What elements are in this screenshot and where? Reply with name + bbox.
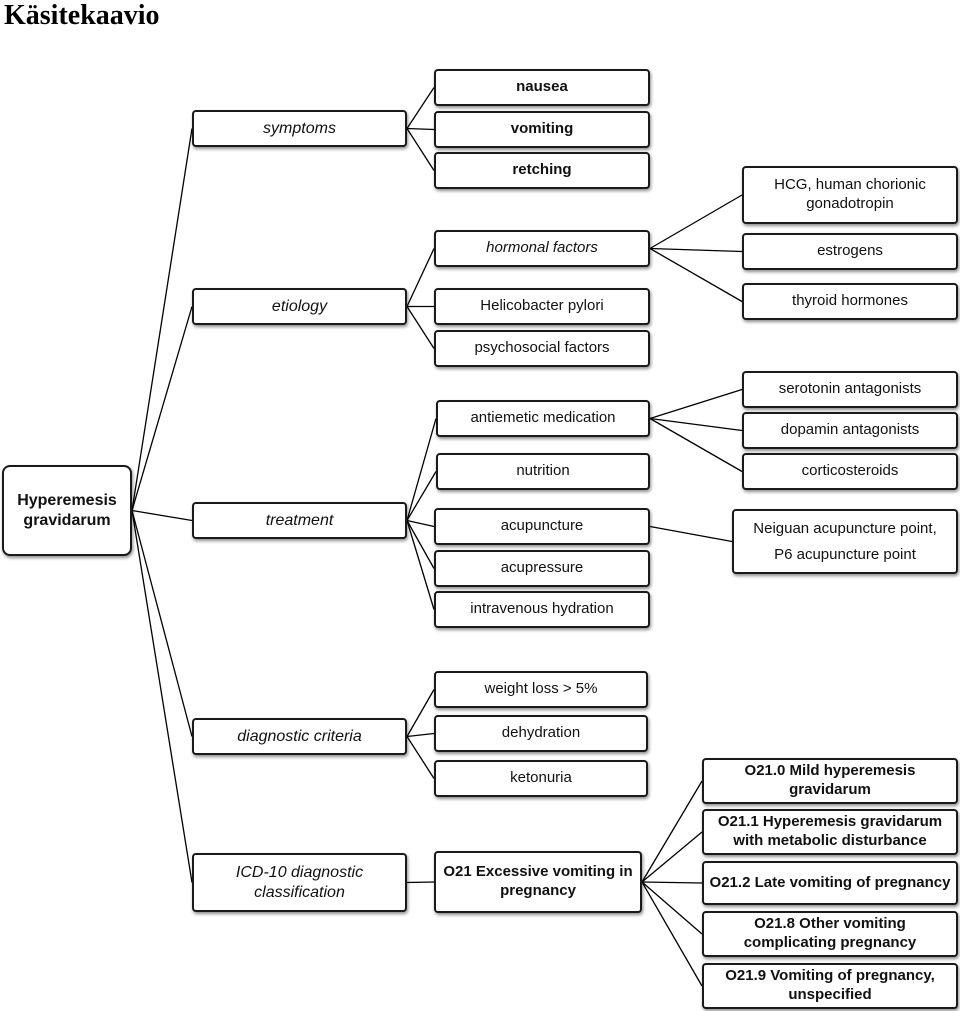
connector-acupuncture-to-neiguan	[649, 525, 733, 543]
node-nutrition: nutrition	[436, 453, 650, 490]
connector-o21-to-o21-8	[641, 881, 703, 935]
connector-treatment-to-iv	[406, 520, 435, 610]
connector-treatment-to-acupuncture	[406, 519, 435, 528]
connector-icd-to-o21	[406, 881, 435, 884]
connector-diag-to-keto	[406, 736, 435, 779]
node-dopamin-antagonists: dopamin antagonists	[742, 412, 958, 449]
node-o21-9: O21.9 Vomiting of pregnancy, unspecified	[702, 963, 958, 1009]
node-icd10-classification: ICD-10 diagnostic classification	[192, 853, 407, 912]
connector-antiemetic-to-dopamin	[649, 417, 743, 432]
node-thyroid-hormones: thyroid hormones	[742, 283, 958, 320]
node-antiemetic-medication: antiemetic medication	[436, 400, 650, 437]
node-neiguan-p6: Neiguan acupuncture point, P6 acupunctur…	[732, 509, 958, 574]
node-o21-1: O21.1 Hyperemesis gravidarum with metabo…	[702, 809, 958, 855]
connector-symptoms-to-vomiting	[406, 127, 435, 131]
diagram-title: Käsitekaavio	[4, 0, 160, 31]
node-estrogens: estrogens	[742, 233, 958, 270]
connector-root-to-etiology	[131, 306, 193, 511]
node-o21-0: O21.0 Mild hyperemesis gravidarum	[702, 758, 958, 804]
node-intravenous-hydration: intravenous hydration	[434, 591, 650, 628]
connector-diag-to-dehyd	[406, 732, 435, 738]
connector-o21-to-o21-9	[641, 881, 703, 987]
node-diagnostic-criteria: diagnostic criteria	[192, 718, 407, 755]
node-treatment: treatment	[192, 502, 407, 539]
connector-treatment-to-nutrition	[406, 471, 437, 521]
node-hyperemesis-gravidarum: Hyperemesis gravidarum	[2, 465, 132, 556]
connector-hormonal-to-hcg	[649, 194, 743, 250]
node-acupressure: acupressure	[434, 550, 650, 587]
node-symptoms: symptoms	[192, 110, 407, 147]
connector-treatment-to-acupressure	[406, 520, 435, 569]
node-o21-2: O21.2 Late vomiting of pregnancy	[702, 861, 958, 905]
node-nausea: nausea	[434, 69, 650, 106]
node-helicobacter-pylori: Helicobacter pylori	[434, 288, 650, 325]
node-serotonin-antagonists: serotonin antagonists	[742, 371, 958, 408]
connector-antiemetic-to-cortico	[649, 417, 743, 473]
connector-root-to-icd	[131, 510, 193, 883]
node-acupuncture: acupuncture	[434, 508, 650, 545]
connector-treatment-to-antiemetic	[406, 418, 437, 521]
node-etiology: etiology	[192, 288, 407, 325]
node-corticosteroids: corticosteroids	[742, 453, 958, 490]
node-hcg: HCG, human chorionic gonadotropin	[742, 166, 958, 224]
connector-symptoms-to-retching	[406, 128, 435, 171]
connector-symptoms-to-nausea	[406, 87, 435, 129]
connector-diag-to-weight	[406, 689, 435, 737]
connector-hormonal-to-estrogens	[649, 247, 743, 253]
node-ketonuria: ketonuria	[434, 760, 648, 797]
connector-hormonal-to-thyroid	[649, 247, 743, 303]
connector-root-to-treatment	[131, 509, 193, 522]
node-retching: retching	[434, 152, 650, 189]
connector-o21-to-o21-0	[641, 780, 703, 883]
connector-antiemetic-to-serotonin	[649, 388, 743, 420]
node-o21-8: O21.8 Other vomiting complicating pregna…	[702, 911, 958, 957]
connector-o21-to-o21-2	[641, 881, 703, 884]
node-o21-excessive-vomiting: O21 Excessive vomiting in pregnancy	[434, 851, 642, 913]
connector-o21-to-o21-1	[641, 831, 703, 883]
node-hormonal-factors: hormonal factors	[434, 230, 650, 267]
connector-root-to-diag	[131, 510, 193, 737]
connector-etiology-to-hormonal	[406, 248, 435, 307]
node-weight-loss: weight loss > 5%	[434, 671, 648, 708]
connector-root-to-symptoms	[131, 128, 193, 511]
node-dehydration: dehydration	[434, 715, 648, 752]
connector-etiology-to-psycho	[406, 306, 435, 349]
node-psychosocial-factors: psychosocial factors	[434, 330, 650, 367]
node-vomiting: vomiting	[434, 111, 650, 148]
